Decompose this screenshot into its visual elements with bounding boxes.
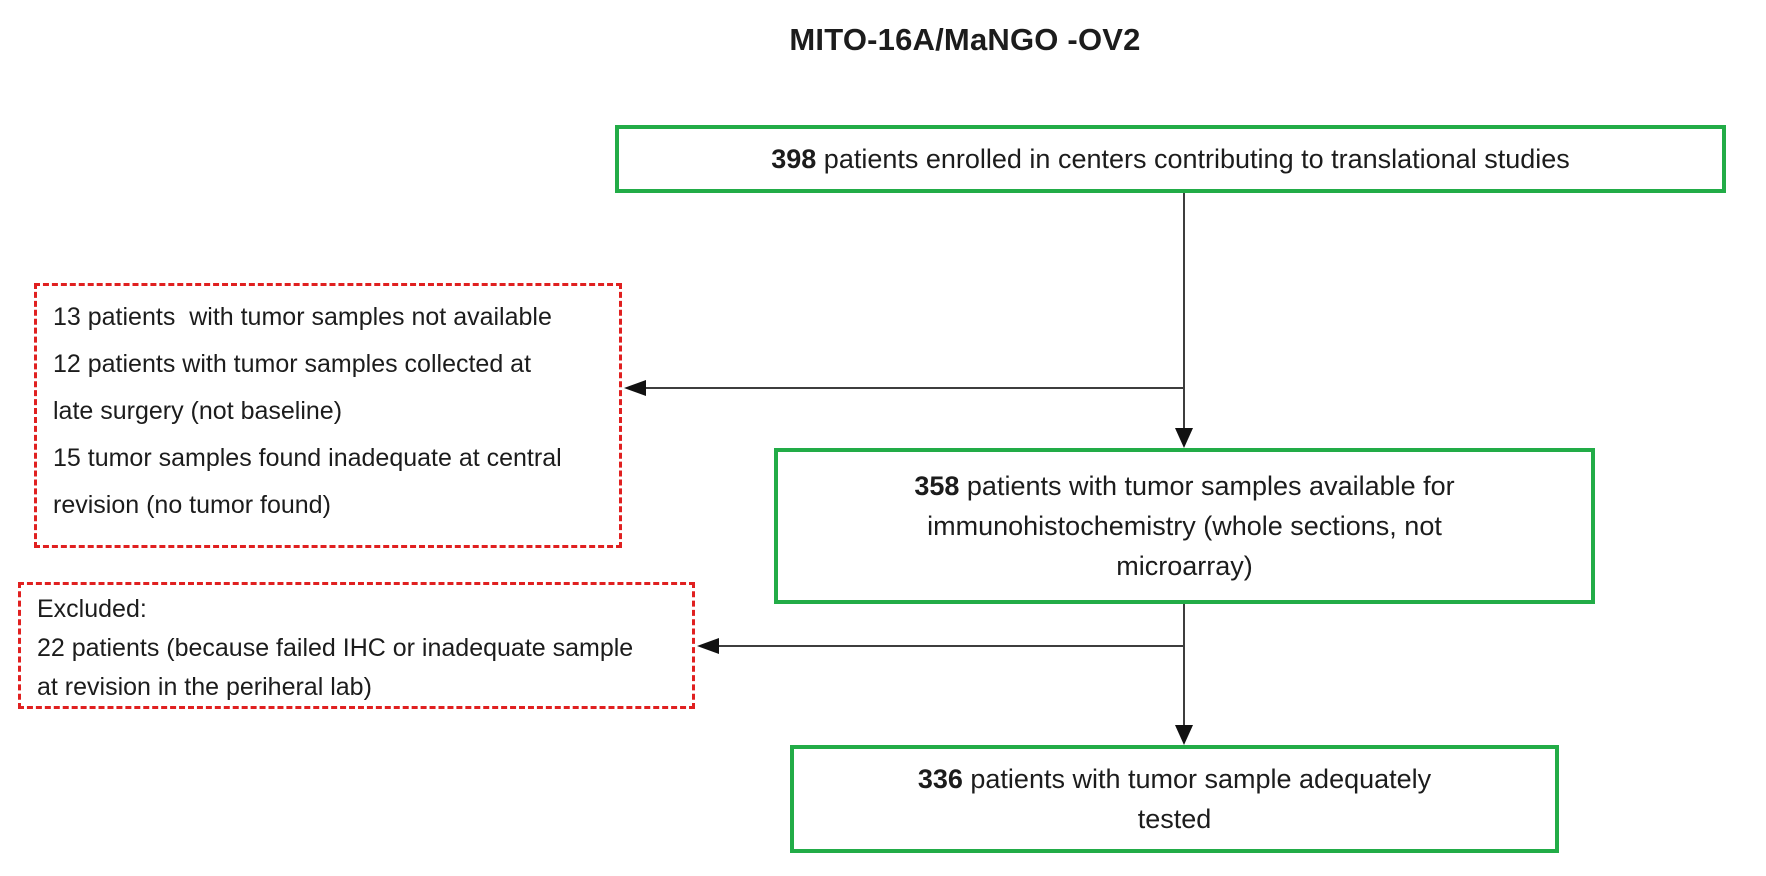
adequately-tested-box: 336 patients with tumor sample adequatel… xyxy=(790,745,1559,853)
arrow-available-to-tested-icon xyxy=(1175,604,1193,745)
arrow-branch-to-exclusion-2-icon xyxy=(697,638,1184,654)
tested-label: patients with tumor sample adequately xyxy=(962,764,1432,794)
exclusion-line: revision (no tumor found) xyxy=(53,491,331,519)
exclusion-line: 22 patients (because failed IHC or inade… xyxy=(37,634,634,662)
samples-available-line-3: microarray) xyxy=(1116,551,1253,581)
enrolled-patients-box: 398 patients enrolled in centers contrib… xyxy=(615,125,1726,193)
samples-available-box: 358 patients with tumor samples availabl… xyxy=(774,448,1595,604)
exclusion-line: 15 tumor samples found inadequate at cen… xyxy=(53,444,562,472)
arrow-branch-to-exclusion-1-icon xyxy=(624,380,1184,396)
enrolled-patients-line: 398 patients enrolled in centers contrib… xyxy=(771,139,1570,179)
samples-available-line-1: 358 patients with tumor samples availabl… xyxy=(914,466,1454,506)
tested-count: 336 xyxy=(917,764,963,794)
diagram-title: MITO-16A/MaNGO -OV2 xyxy=(789,22,1141,57)
tested-line-2: tested xyxy=(1137,804,1212,834)
available-count: 358 xyxy=(914,471,960,501)
enrolled-count: 398 xyxy=(771,144,817,174)
enrolled-label: patients enrolled in centers contributin… xyxy=(816,144,1570,174)
exclusion-line: late surgery (not baseline) xyxy=(53,397,343,425)
exclusion-line: 13 patients with tumor samples not avail… xyxy=(53,303,552,331)
exclusion-line: at revision in the periheral lab) xyxy=(37,673,372,701)
arrow-enrolled-to-available-icon xyxy=(1175,193,1193,448)
samples-available-line-2: immunohistochemistry (whole sections, no… xyxy=(927,511,1442,541)
exclusion-line: 12 patients with tumor samples collected… xyxy=(53,350,532,378)
exclusion-box-failed-ihc: Excluded: 22 patients (because failed IH… xyxy=(18,582,695,709)
exclusion-box-samples-unavailable: 13 patients with tumor samples not avail… xyxy=(34,283,622,548)
tested-line-1: 336 patients with tumor sample adequatel… xyxy=(918,759,1431,799)
exclusion-line: Excluded: xyxy=(37,595,147,623)
available-label: patients with tumor samples available fo… xyxy=(959,471,1455,501)
